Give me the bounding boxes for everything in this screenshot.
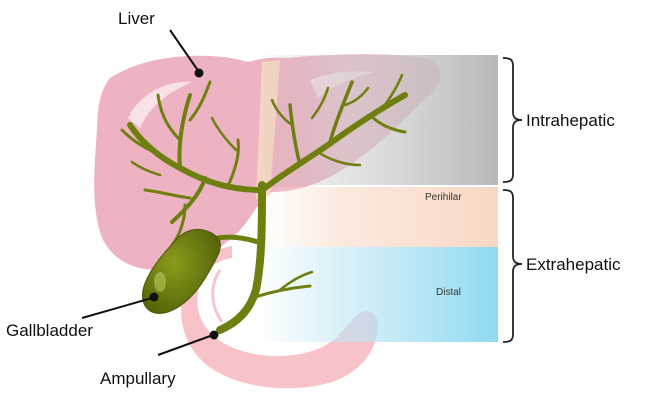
ampullary-label: Ampullary [100, 369, 176, 388]
intrahepatic-bracket [503, 58, 522, 182]
ampullary-marker [210, 331, 219, 340]
duodenum-fold [213, 270, 222, 322]
distal-label: Distal [436, 287, 461, 298]
gallbladder-label: Gallbladder [6, 321, 93, 340]
liver-marker [195, 69, 204, 78]
perihilar-band [258, 187, 498, 247]
gallbladder-leader-line [82, 298, 152, 318]
distal-band [258, 247, 498, 342]
gallbladder-marker [150, 293, 159, 302]
gallbladder-highlight [154, 272, 166, 292]
liver-label: Liver [118, 9, 155, 28]
extrahepatic-bracket [503, 190, 522, 342]
extrahepatic-label: Extrahepatic [526, 255, 621, 274]
intrahepatic-label: Intrahepatic [526, 111, 615, 130]
perihilar-label: Perihilar [425, 192, 462, 203]
